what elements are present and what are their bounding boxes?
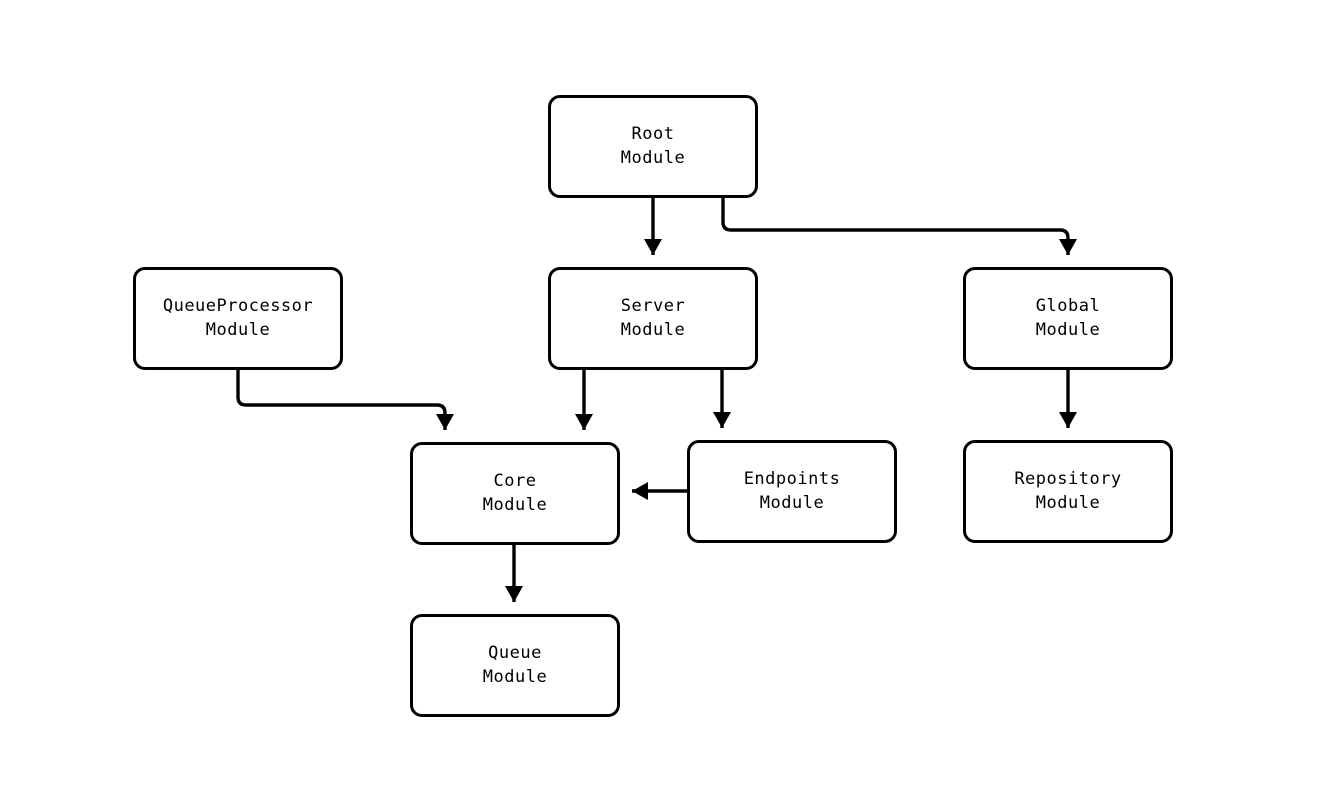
edge-line	[236, 370, 447, 430]
node-label-secondary: Module	[620, 147, 686, 168]
edge-global-repository	[1059, 370, 1077, 428]
arrowhead-icon	[632, 482, 648, 500]
arrowhead-icon	[1059, 239, 1077, 255]
edge-server-core	[575, 370, 593, 430]
node-label-secondary: Module	[482, 666, 548, 687]
node-label-secondary: Module	[1035, 492, 1101, 513]
node-label-secondary: Module	[759, 492, 825, 513]
arrowhead-icon	[644, 239, 662, 255]
node-label-secondary: Module	[1035, 319, 1101, 340]
arrowhead-icon	[505, 586, 523, 602]
node-label-secondary: Module	[205, 319, 271, 340]
node-label-secondary: Module	[482, 494, 548, 515]
edge-root-global	[721, 198, 1077, 255]
node-label-primary: Global	[1035, 296, 1101, 317]
arrowhead-icon	[436, 414, 454, 430]
arrowhead-icon	[1059, 412, 1077, 428]
node-label-primary: Queue	[488, 643, 542, 664]
node-label-primary: Endpoints	[743, 469, 841, 490]
node-label-primary: Server	[620, 296, 686, 317]
arrowhead-icon	[575, 414, 593, 430]
edge-endpoints-core	[632, 482, 687, 500]
node-label-primary: QueueProcessor	[162, 296, 314, 317]
arrowhead-icon	[713, 412, 731, 428]
edge-line	[721, 198, 1070, 255]
edge-root-server	[644, 198, 662, 255]
edge-core-queue	[505, 545, 523, 602]
node-label-secondary: Module	[620, 319, 686, 340]
edge-group	[236, 198, 1077, 602]
node-label-primary: Root	[631, 124, 675, 145]
node-label-primary: Core	[493, 471, 537, 492]
edge-queueprocessor-core	[236, 370, 454, 430]
edge-server-endpoints	[713, 370, 731, 428]
node-label-primary: Repository	[1014, 469, 1122, 490]
